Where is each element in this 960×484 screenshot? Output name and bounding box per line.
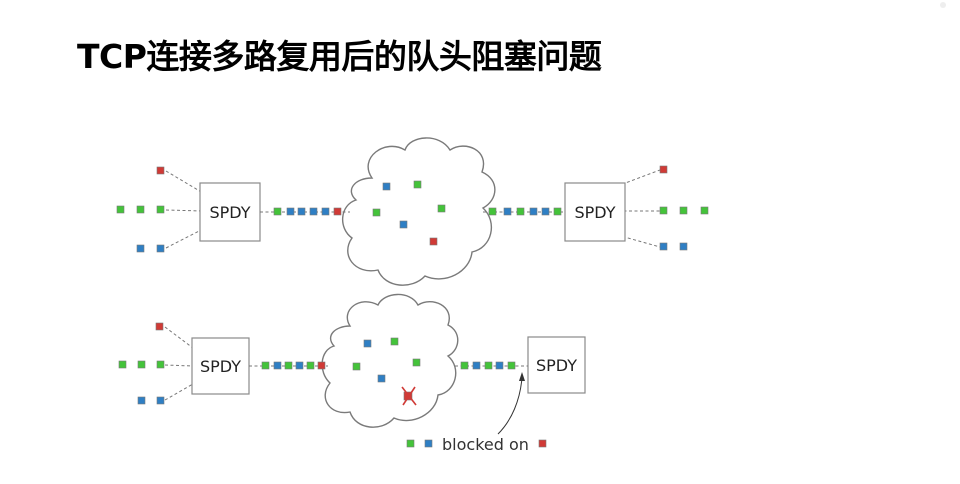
packet xyxy=(377,374,386,383)
packet xyxy=(503,207,512,216)
packet xyxy=(363,339,372,348)
corner-dot xyxy=(940,2,946,8)
blocked-caption: blocked on xyxy=(442,435,529,454)
packet xyxy=(412,358,421,367)
packet xyxy=(273,207,282,216)
packet xyxy=(472,361,481,370)
packet xyxy=(295,361,304,370)
bottom-left-spdy-box xyxy=(191,337,250,395)
packet xyxy=(553,207,562,216)
packet xyxy=(700,206,709,215)
packet xyxy=(136,205,145,214)
packet xyxy=(286,207,295,216)
packet xyxy=(297,207,306,216)
packet xyxy=(156,360,165,369)
packet xyxy=(261,361,270,370)
packet xyxy=(659,165,668,174)
packet xyxy=(516,207,525,216)
packet xyxy=(382,182,391,191)
lost-x-mark-icon xyxy=(401,386,417,406)
packet xyxy=(507,361,516,370)
packet xyxy=(137,396,146,405)
packet xyxy=(156,205,165,214)
packet xyxy=(156,396,165,405)
blocked-arrow-icon xyxy=(497,372,525,435)
packet xyxy=(284,361,293,370)
packet xyxy=(306,361,315,370)
packet xyxy=(488,207,497,216)
packet xyxy=(321,207,330,216)
bottom-diagram: SPDY SPDY xyxy=(118,293,586,454)
packet xyxy=(437,204,446,213)
packet xyxy=(137,360,146,369)
packet xyxy=(399,220,408,229)
packet xyxy=(679,206,688,215)
legend-blue-packet xyxy=(424,439,433,448)
legend-green-packet xyxy=(406,439,415,448)
top-network-cloud xyxy=(342,137,496,286)
packet xyxy=(309,207,318,216)
legend-red-packet xyxy=(538,439,547,448)
packet xyxy=(317,361,326,370)
packet xyxy=(429,237,438,246)
packet xyxy=(155,322,164,331)
packet xyxy=(118,360,127,369)
page-title: TCP连接多路复用后的队头阻塞问题 xyxy=(77,37,602,76)
packet xyxy=(372,208,381,217)
top-left-spdy-box xyxy=(199,182,261,242)
bottom-right-spdy-box xyxy=(527,336,586,394)
packet xyxy=(352,362,361,371)
packet xyxy=(156,166,165,175)
packet xyxy=(390,337,399,346)
bottom-right-spdy-label: SPDY xyxy=(536,356,577,375)
packet xyxy=(460,361,469,370)
bottom-left-spdy-label: SPDY xyxy=(200,357,241,376)
top-left-spdy-label: SPDY xyxy=(209,203,250,222)
packet xyxy=(484,361,493,370)
packet xyxy=(495,361,504,370)
packet xyxy=(333,207,342,216)
top-diagram: SPDY SPDY xyxy=(116,137,709,286)
packet xyxy=(541,207,550,216)
packet xyxy=(679,242,688,251)
packet xyxy=(413,180,422,189)
packet xyxy=(659,206,668,215)
top-right-spdy-label: SPDY xyxy=(574,203,615,222)
packet xyxy=(273,361,282,370)
packet xyxy=(659,242,668,251)
packet xyxy=(116,205,125,214)
packet xyxy=(136,244,145,253)
packet xyxy=(529,207,538,216)
bottom-network-cloud xyxy=(321,293,459,428)
top-right-spdy-box xyxy=(564,182,626,242)
packet xyxy=(156,244,165,253)
